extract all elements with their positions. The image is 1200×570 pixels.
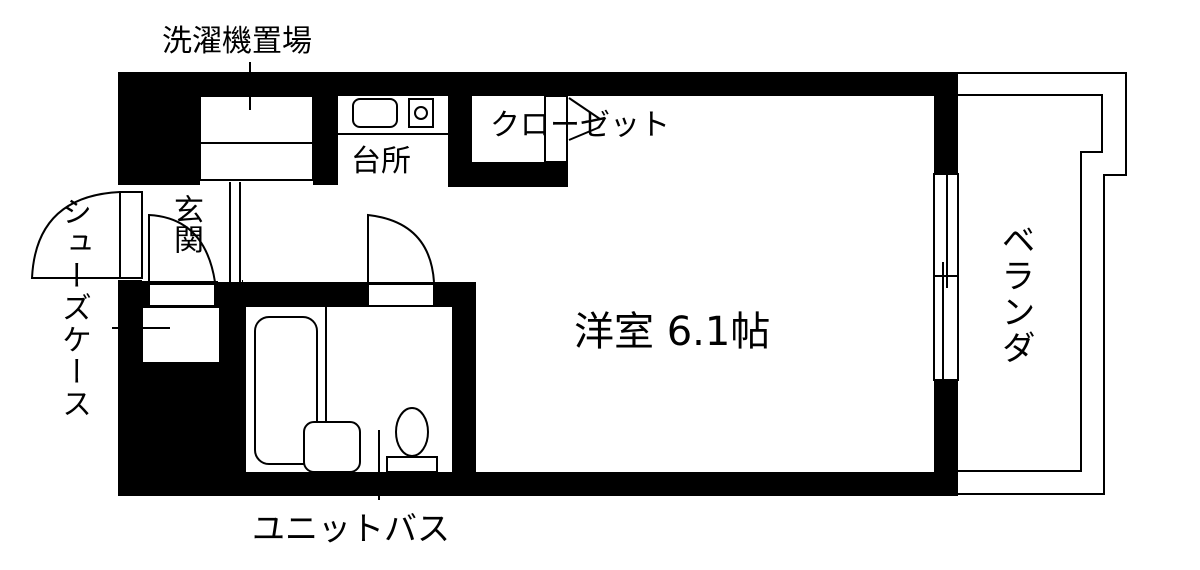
kitchen-label: 台所 [351, 144, 411, 179]
balcony-label: ベランダ [995, 222, 1035, 366]
closet-door [544, 95, 601, 163]
balcony [958, 72, 1127, 495]
entrance-label: 玄関 [168, 194, 203, 254]
closet-label: クローゼット [490, 108, 670, 143]
entrance [30, 182, 242, 307]
unit-bath [246, 213, 452, 500]
shoe-case [112, 306, 221, 364]
shoe-case-label: シューズケース [56, 196, 91, 420]
washer-space [199, 62, 314, 181]
main-room-label: 洋室 6.1帖 [574, 309, 771, 355]
unit-bath-label: ユニットバス [252, 509, 450, 548]
washer-space-label: 洗濯機置場 [162, 24, 312, 59]
balcony-window [933, 173, 959, 381]
kitchen-counter [338, 98, 448, 135]
